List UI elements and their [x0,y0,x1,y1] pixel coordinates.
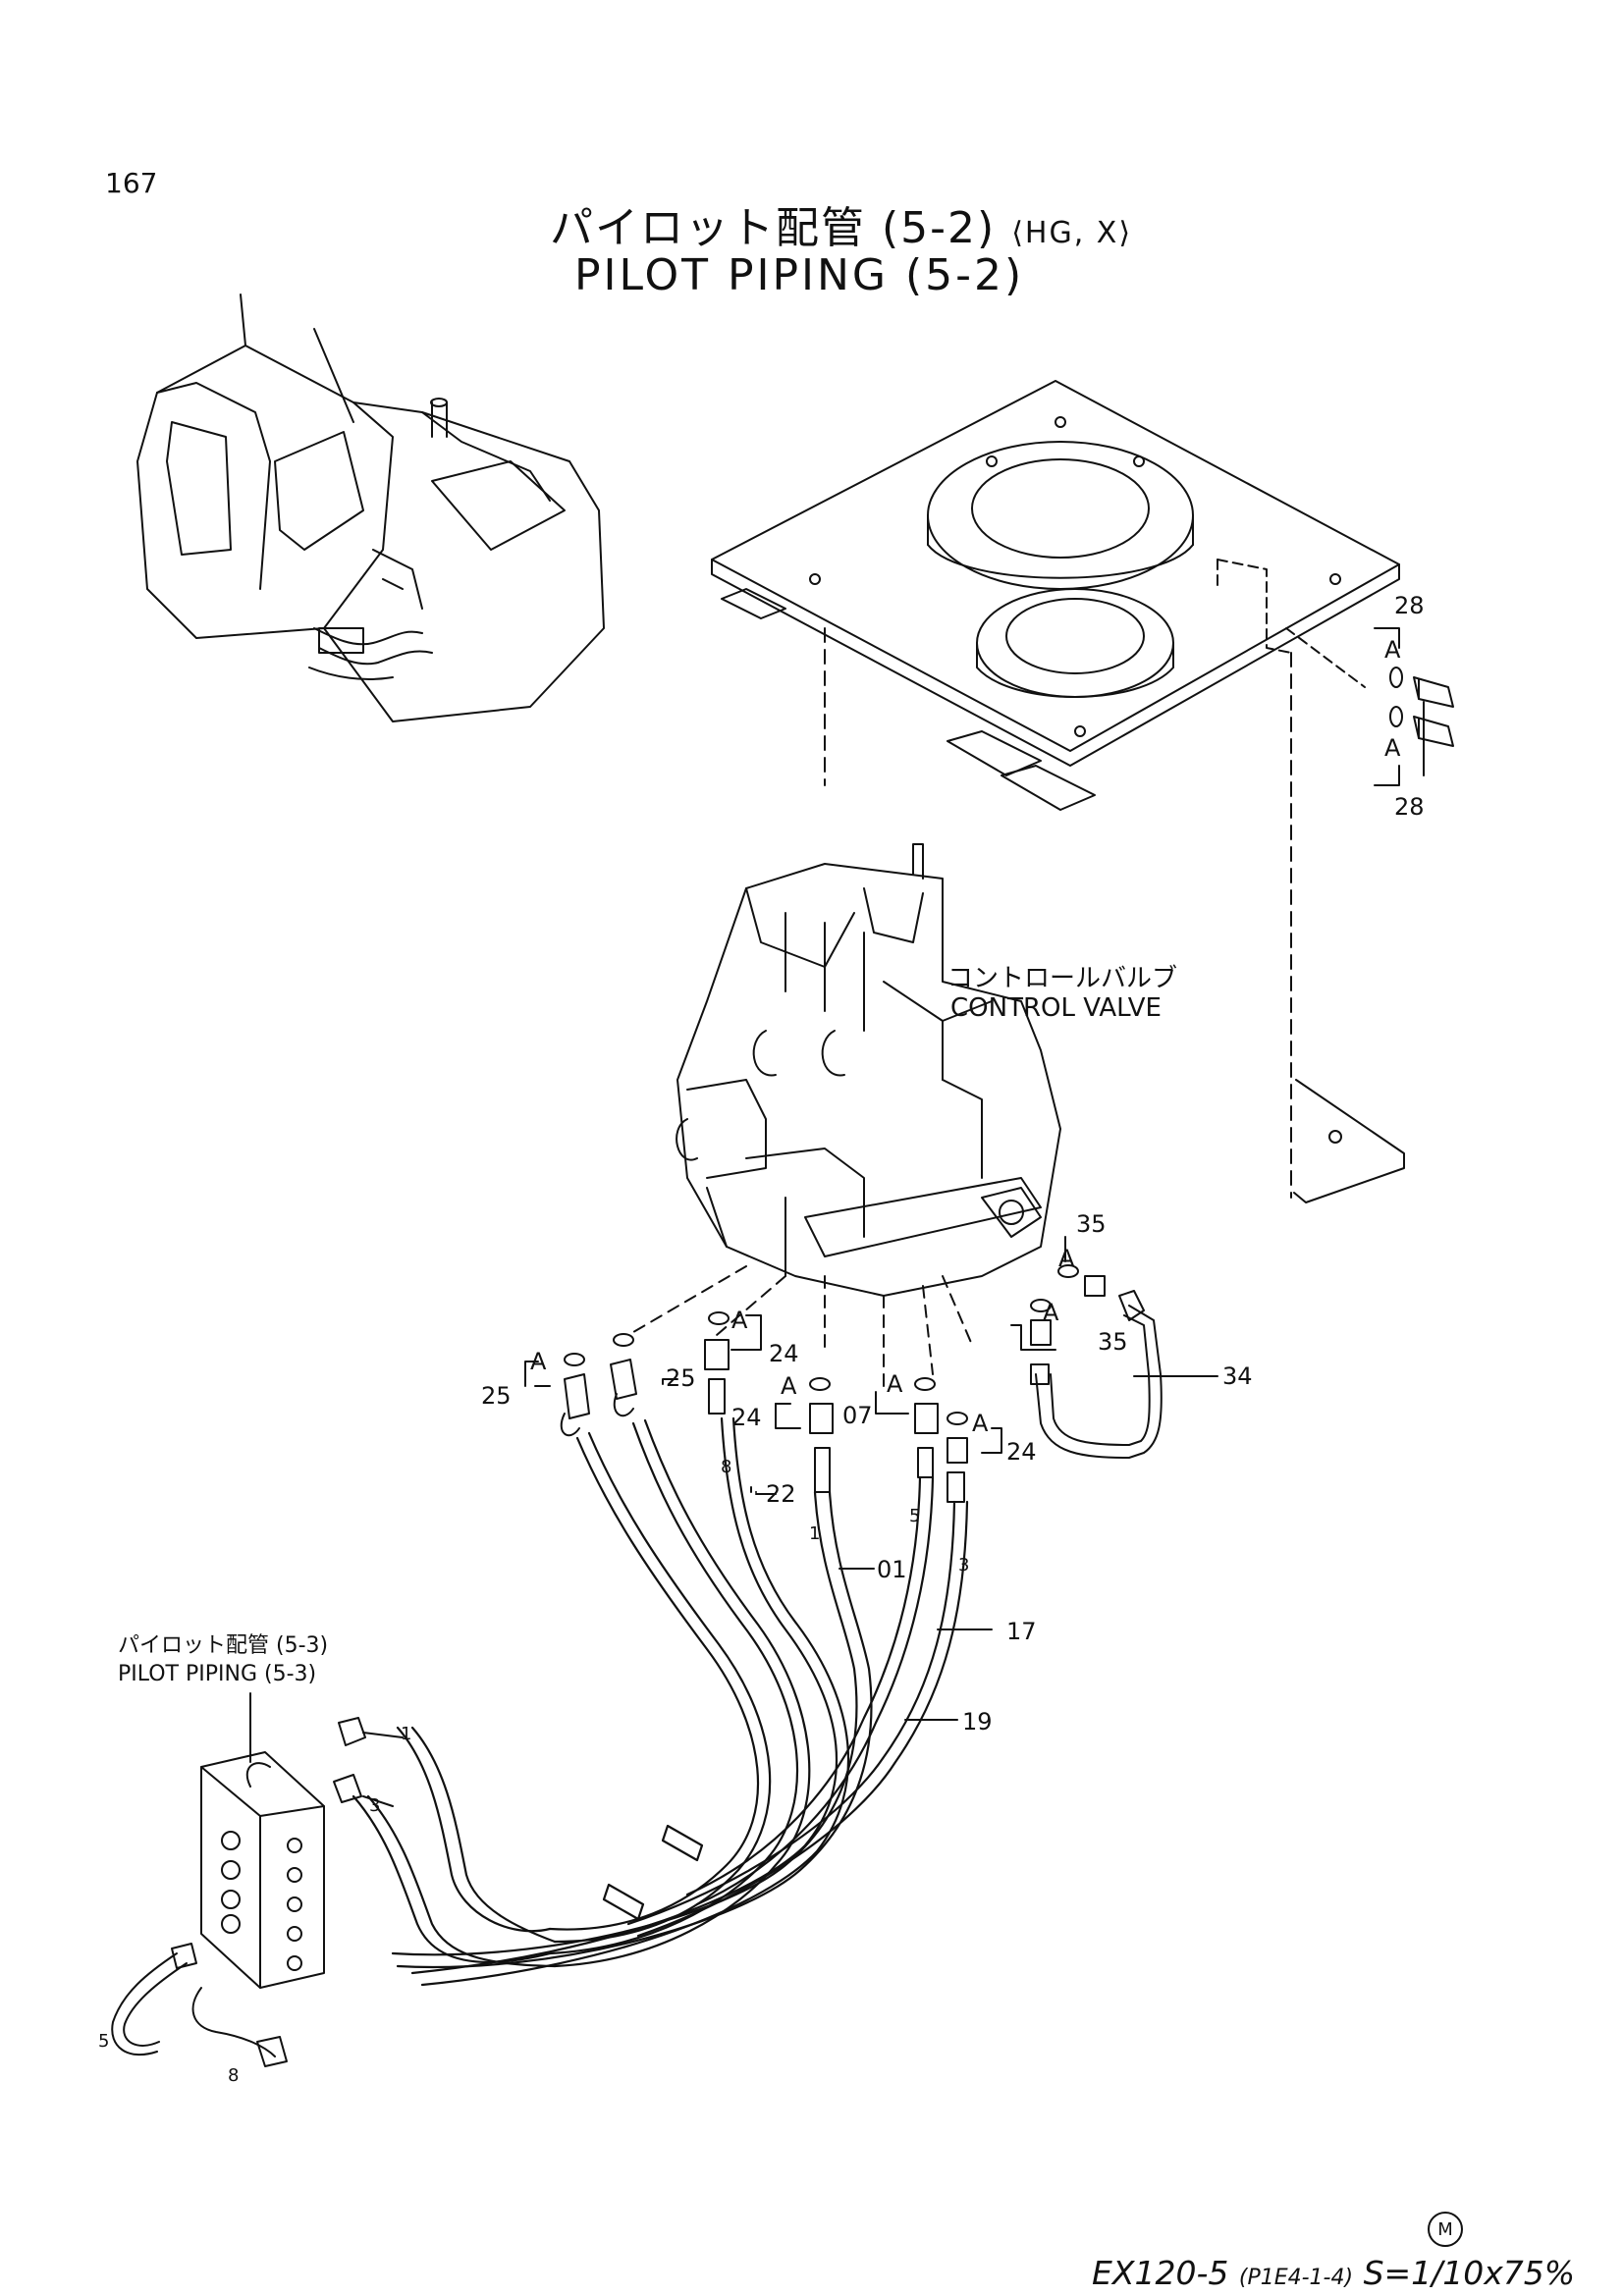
callout-25b: 25 [666,1364,696,1392]
footer-model: EX120-5 [1092,2254,1229,2292]
callout-35b: 35 [1098,1328,1128,1356]
control-valve-label-jp: コントロールバルブ [947,964,1177,993]
ref-label-en: PILOT PIPING (5-3) [118,1662,316,1686]
footer-scale: S=1/10x75% [1363,2254,1576,2292]
control-valve [627,843,1061,1395]
callout-28b: 28 [1394,793,1425,821]
revolving-frame [711,380,1405,1203]
callout-19: 19 [962,1708,993,1735]
fittings-28 [1374,627,1454,786]
callout-01: 01 [877,1556,907,1583]
port-label: 3 [958,1555,969,1575]
page-number: 167 [105,167,158,199]
m-mark: M [1428,2212,1463,2247]
callout-28a: 28 [1394,592,1425,619]
pipe-34 [1035,1290,1163,1459]
port-label: 8 [721,1457,731,1477]
connector-fittings [560,1264,1106,1503]
callout-24b: 24 [731,1404,762,1431]
callout-34: 34 [1222,1362,1253,1390]
callout-35a: 35 [1076,1210,1107,1238]
title-variant: ⟨HG, X⟩ [1011,216,1133,250]
port-label: 3 [369,1795,380,1816]
footer-caption: EX120-5 (P1E4-1-4) S=1/10x75% [1092,2254,1575,2292]
letter-a: A [731,1307,748,1334]
page-title-en: PILOT PIPING (5-2) [574,250,1025,300]
ref-label-jp: パイロット配管 (5-3) [118,1633,328,1658]
page-title-jp: パイロット配管 (5-2) ⟨HG, X⟩ [550,192,1132,255]
port-label: 1 [809,1523,820,1544]
letter-a: A [1384,734,1401,762]
callout-07: 07 [842,1402,873,1429]
callout-24a: 24 [769,1340,799,1367]
letter-a: A [781,1372,797,1400]
callout-25a: 25 [481,1382,512,1410]
letter-a: A [972,1410,989,1437]
control-valve-label-en: CONTROL VALVE [950,993,1162,1023]
excavator-thumbnail [136,294,605,722]
letter-a: A [887,1370,903,1398]
letter-a: A [1058,1245,1075,1272]
port-label: 8 [228,2065,239,2086]
leader-lines [249,1236,1218,1763]
port-label: 1 [401,1724,411,1744]
callout-22: 22 [766,1480,796,1508]
title-jp-text: パイロット配管 (5-2) [550,203,997,253]
callout-17: 17 [1006,1618,1037,1645]
diagram-labels: 28 A A 28 コントロールバルブ CONTROL VALVE 35 A 3… [98,592,1425,2086]
hose-bundle [352,1416,969,1987]
letter-a: A [1043,1299,1059,1326]
footer-code: (P1E4-1-4) [1238,2266,1354,2290]
port-label: 5 [909,1506,920,1526]
port-label: 5 [98,2031,109,2052]
callout-24c: 24 [1006,1438,1037,1466]
letter-a: A [1384,636,1401,664]
pilot-valve-block [111,1717,404,2067]
letter-a: A [530,1348,547,1375]
